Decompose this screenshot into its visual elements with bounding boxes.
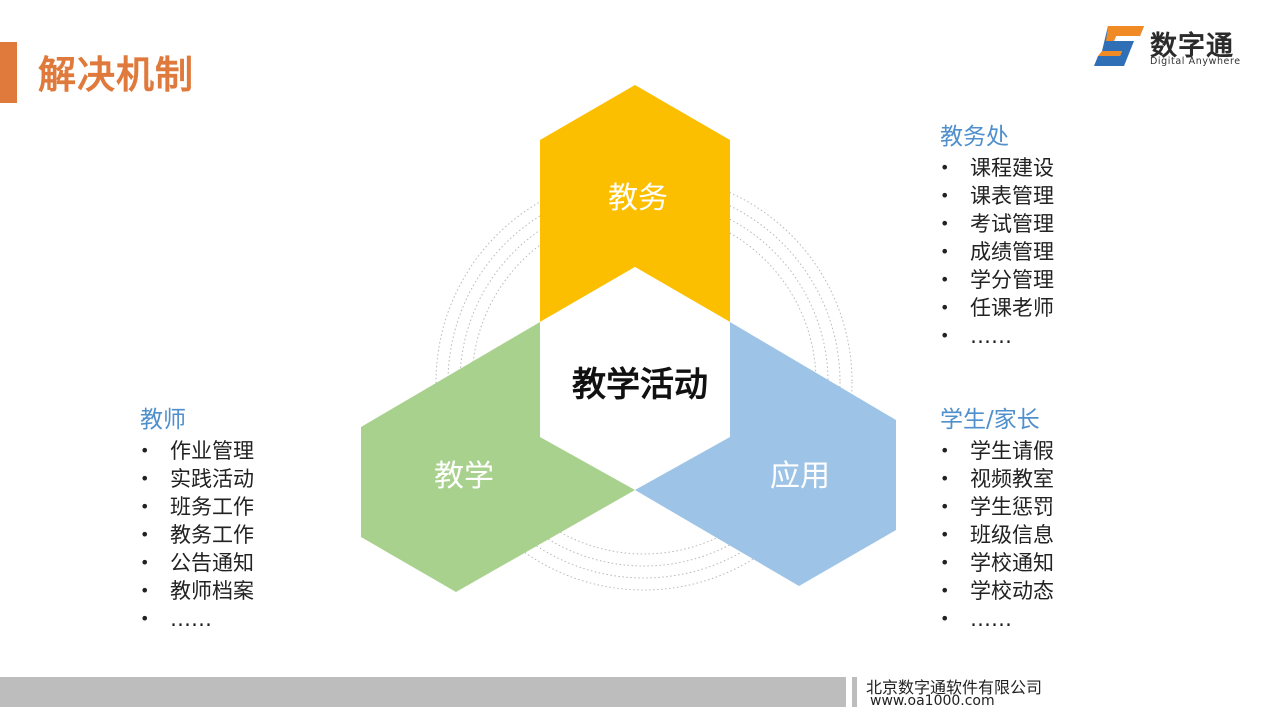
list-item: 学校动态 — [940, 577, 1054, 605]
hex-left-label: 教学 — [434, 459, 494, 494]
group-list: 课程建设 课表管理 考试管理 成绩管理 学分管理 任课老师 …… — [940, 154, 1054, 350]
list-item: 班级信息 — [940, 521, 1054, 549]
logo-tagline: Digital Anywhere — [1150, 56, 1241, 67]
list-item: …… — [140, 605, 254, 633]
list-item: …… — [940, 322, 1054, 350]
list-item: 实践活动 — [140, 465, 254, 493]
list-item: 课程建设 — [940, 154, 1054, 182]
footer-url: www.oa1000.com — [870, 693, 995, 709]
list-item: …… — [940, 605, 1054, 633]
group-list: 作业管理 实践活动 班务工作 教务工作 公告通知 教师档案 …… — [140, 437, 254, 633]
list-item: 教师档案 — [140, 577, 254, 605]
list-item: 学校通知 — [940, 549, 1054, 577]
hex-top-jiaowu — [540, 85, 730, 322]
group-title: 教务处 — [940, 124, 1009, 150]
group-student-parent: 学生/家长 学生请假 视频教室 学生惩罚 班级信息 学校通知 学校动态 …… — [940, 405, 1054, 633]
group-list: 学生请假 视频教室 学生惩罚 班级信息 学校通知 学校动态 …… — [940, 437, 1054, 633]
footer-separator — [852, 677, 857, 707]
list-item: 学分管理 — [940, 266, 1054, 294]
list-item: 课表管理 — [940, 182, 1054, 210]
list-item: 考试管理 — [940, 210, 1054, 238]
group-jiaowuchu: 教务处 课程建设 课表管理 考试管理 成绩管理 学分管理 任课老师 …… — [940, 122, 1054, 350]
company-logo: 数字通 Digital Anywhere — [1094, 24, 1254, 70]
hex-top-label: 教务 — [608, 181, 668, 216]
hex-right-label: 应用 — [770, 459, 830, 494]
center-hex — [540, 267, 730, 490]
center-label: 教学活动 — [572, 365, 708, 405]
list-item: 公告通知 — [140, 549, 254, 577]
list-item: 学生惩罚 — [940, 493, 1054, 521]
footer-bar — [0, 677, 846, 707]
list-item: 视频教室 — [940, 465, 1054, 493]
list-item: 成绩管理 — [940, 238, 1054, 266]
list-item: 学生请假 — [940, 437, 1054, 465]
group-title: 学生/家长 — [940, 407, 1040, 433]
list-item: 班务工作 — [140, 493, 254, 521]
logo-name: 数字通 — [1150, 31, 1234, 62]
logo-mark-icon — [1094, 26, 1144, 66]
list-item: 教务工作 — [140, 521, 254, 549]
footer-company: 北京数字通软件有限公司 — [866, 678, 1043, 697]
page-title: 解决机制 — [38, 53, 195, 97]
group-title: 教师 — [140, 407, 186, 433]
group-teacher: 教师 作业管理 实践活动 班务工作 教务工作 公告通知 教师档案 …… — [140, 405, 254, 633]
list-item: 作业管理 — [140, 437, 254, 465]
list-item: 任课老师 — [940, 294, 1054, 322]
title-accent-bar — [0, 42, 17, 103]
